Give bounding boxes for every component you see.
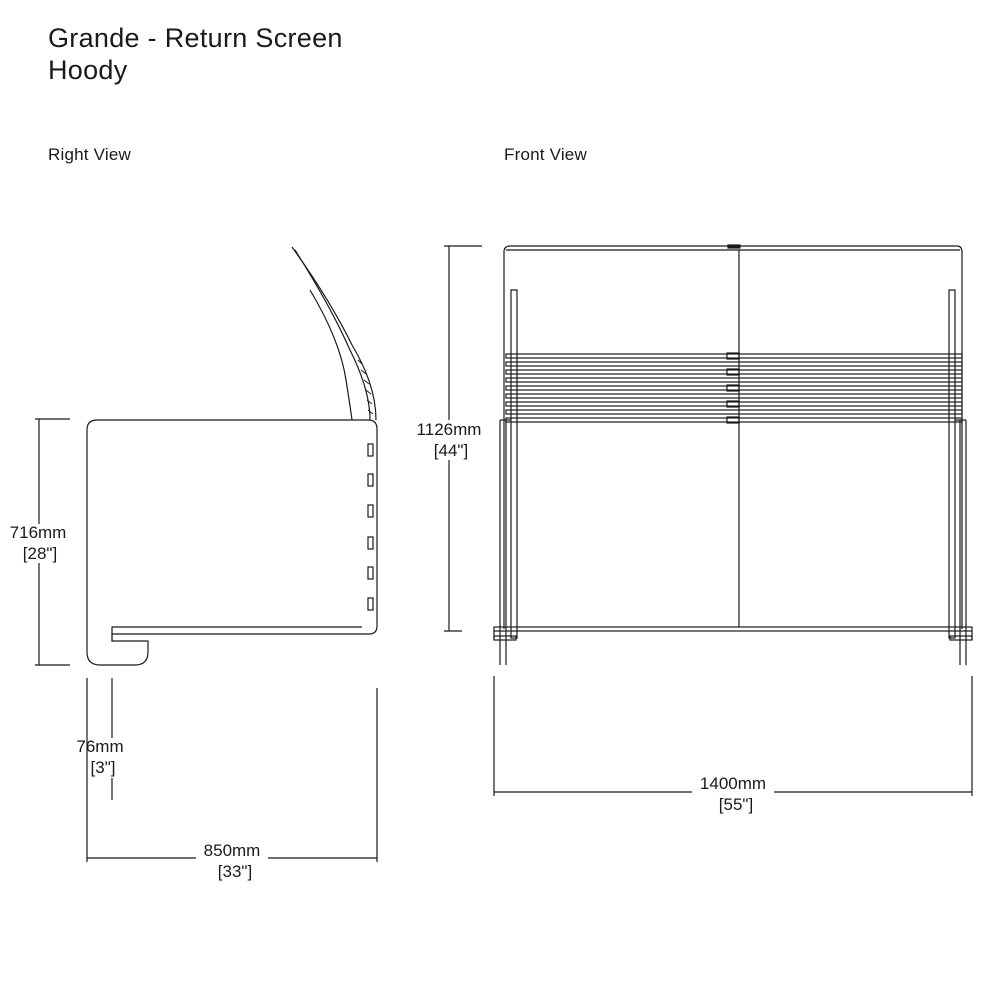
right-height-in: [28"] — [23, 544, 57, 563]
drawing-title: Grande - Return Screen Hoody — [48, 22, 343, 86]
connector-slot — [367, 443, 374, 457]
dim-foot — [86, 678, 113, 862]
slat-group — [505, 353, 963, 423]
width-mm: 1400mm — [700, 774, 766, 793]
foot-mm: 76mm — [76, 737, 123, 756]
hoody-screen-hatch — [357, 359, 374, 415]
depth-in: [33"] — [218, 862, 252, 881]
hoody-screen-inner — [294, 249, 371, 421]
hoody-screen-back — [309, 289, 353, 421]
front-height-in: [44"] — [434, 441, 468, 460]
connector-slot — [367, 536, 374, 550]
top-panel-outline — [503, 245, 963, 629]
connector-slot — [367, 504, 374, 518]
dim-width — [493, 676, 973, 796]
front-view-label: Front View — [504, 145, 587, 164]
right-post — [948, 289, 956, 639]
width-in: [55"] — [719, 795, 753, 814]
dim-front-height — [444, 245, 482, 632]
connector-slot — [367, 566, 374, 580]
slat-clips — [726, 352, 740, 424]
title-variant: Hoody — [48, 55, 128, 85]
right-view-label: Right View — [48, 145, 131, 164]
foot-in: [3"] — [91, 758, 116, 777]
title-product: Grande - Return Screen — [48, 23, 343, 53]
right-height-mm: 716mm — [10, 523, 67, 542]
front-height-mm: 1126mm — [417, 420, 482, 439]
dimension-labels: 716mm [28"] 76mm [3"] 850mm [33"] 1126mm… — [10, 420, 766, 881]
base-rail — [493, 626, 973, 632]
connector-slot — [367, 597, 374, 611]
dim-right-height — [35, 418, 70, 666]
right-view — [35, 246, 378, 862]
left-post — [510, 289, 518, 639]
side-panel-outline — [86, 419, 378, 666]
front-view — [444, 244, 973, 796]
hoody-screen-outer — [291, 246, 377, 421]
top-center-mark — [727, 244, 741, 249]
dim-depth — [87, 688, 378, 862]
connector-slot — [367, 473, 374, 487]
depth-mm: 850mm — [204, 841, 261, 860]
